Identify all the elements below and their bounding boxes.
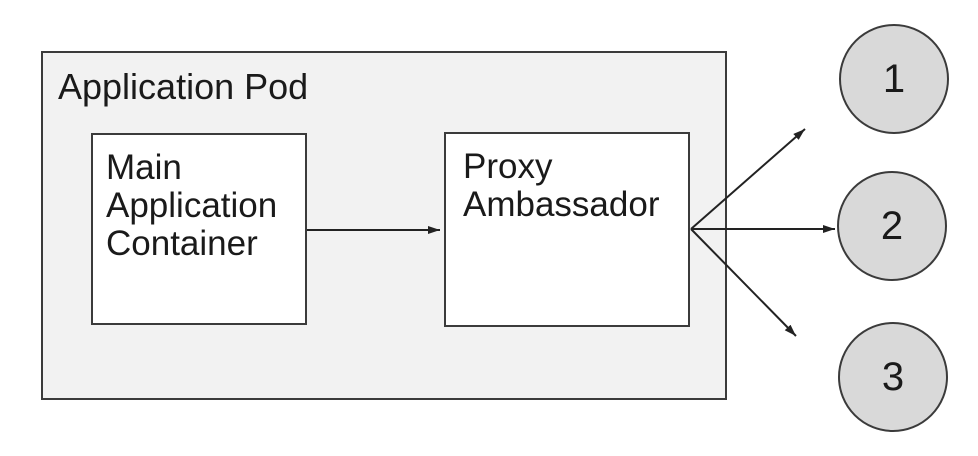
node-proxy-ambassador: Proxy Ambassador: [444, 132, 690, 327]
endpoint-3-label: 3: [881, 354, 905, 399]
endpoint-1-label: 1: [882, 56, 906, 101]
node-proxy-ambassador-label: Proxy Ambassador: [463, 147, 660, 224]
endpoint-2-label: 2: [880, 203, 904, 248]
node-main-application-container: Main Application Container: [91, 133, 307, 325]
endpoint-circle-3: 3: [838, 322, 948, 432]
endpoint-circle-1: 1: [839, 24, 949, 134]
application-pod-title: Application Pod: [58, 66, 309, 107]
node-main-application-container-label: Main Application Container: [106, 148, 278, 263]
endpoint-circle-2: 2: [837, 171, 947, 281]
